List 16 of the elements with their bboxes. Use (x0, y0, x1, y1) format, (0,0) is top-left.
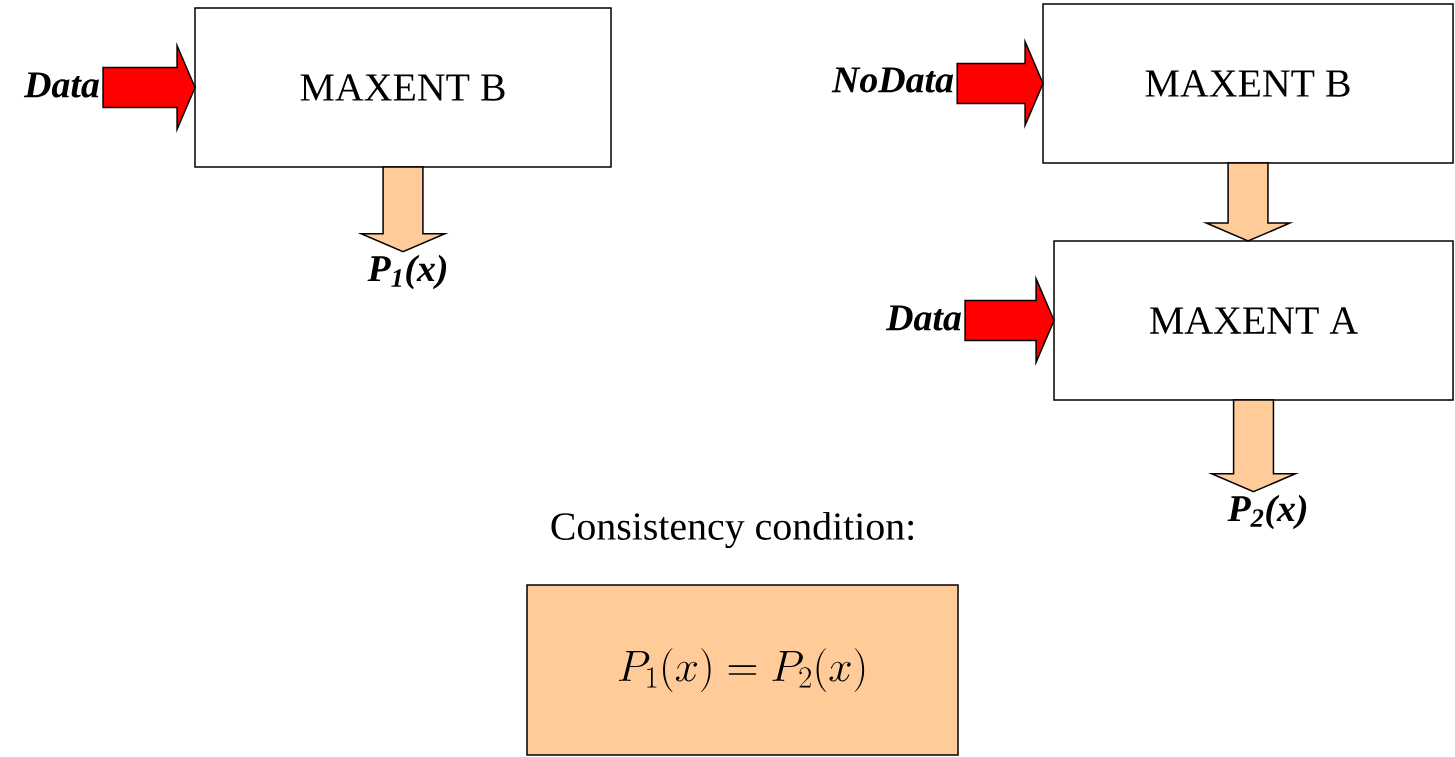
heading-text: Consistency condition: (551, 511, 913, 549)
block-arrow (964, 275, 1055, 366)
block-arrow (1202, 162, 1294, 242)
process-box: MAXENT B (1042, 3, 1454, 164)
output-label: P$_{2}$(x) (1227, 494, 1307, 530)
process-box: MAXENT A (1053, 240, 1454, 401)
input-label: Data (23, 72, 99, 98)
block-arrow (1208, 399, 1299, 493)
formula-box: $P_1(x) = P_2(x)$ (526, 584, 959, 756)
output-label: P$_{1}$(x) (367, 254, 447, 290)
block-arrow (956, 38, 1044, 129)
input-label: NoData (831, 67, 954, 93)
process-box: MAXENT B (194, 7, 612, 168)
block-arrow (357, 166, 449, 253)
input-label: Data (885, 305, 961, 331)
block-arrow (102, 42, 196, 133)
